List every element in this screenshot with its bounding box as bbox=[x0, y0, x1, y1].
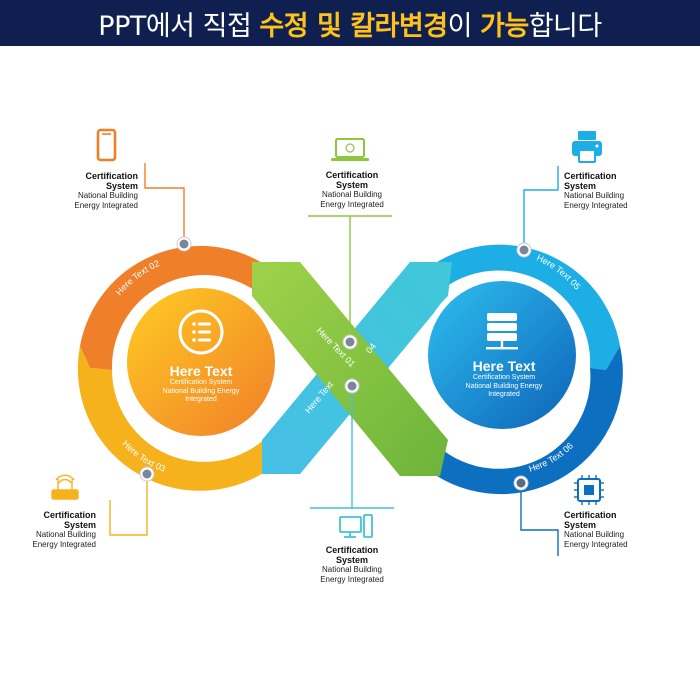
list-icon bbox=[178, 309, 224, 355]
callout-desc: Energy Integrated bbox=[320, 200, 384, 209]
band-label-04: 04 bbox=[364, 341, 378, 355]
callout-title: Certification bbox=[325, 545, 379, 555]
callout-monitor: Certification System National Building E… bbox=[300, 545, 404, 585]
connector-line-printer bbox=[523, 166, 559, 250]
callout-title: System bbox=[564, 520, 597, 530]
connector-line-phone bbox=[144, 163, 185, 244]
connector-line-router bbox=[109, 474, 148, 536]
right-hub-line1: Certification System bbox=[472, 374, 536, 381]
banner-title: PPT에서 직접 수정 및 칼라변경이 가능합니다 bbox=[98, 4, 603, 43]
callout-desc: National Building bbox=[321, 190, 383, 199]
callout-chip: Certification System National Building E… bbox=[564, 510, 664, 550]
title-banner: PPT에서 직접 수정 및 칼라변경이 가능합니다 bbox=[0, 0, 700, 46]
callout-laptop: Certification System National Building E… bbox=[300, 170, 404, 210]
connector-dot bbox=[513, 475, 529, 491]
callout-desc: Energy Integrated bbox=[564, 540, 628, 549]
right-hub-line2: National Building Energy bbox=[465, 382, 543, 390]
right-hub bbox=[428, 281, 576, 429]
right-hub-line3: Integrated bbox=[488, 391, 520, 398]
ring-segment-05 bbox=[428, 244, 620, 370]
router-icon bbox=[51, 474, 79, 500]
banner-highlight: 수정 및 칼라변경 bbox=[259, 10, 448, 42]
left-hub bbox=[127, 288, 275, 436]
chip-icon bbox=[574, 475, 604, 505]
desktop-icon bbox=[339, 514, 373, 538]
callout-title: Certification bbox=[325, 170, 379, 180]
ring-segment-03 bbox=[77, 346, 268, 491]
left-hub-text: Here Text Certification System National … bbox=[131, 363, 271, 405]
banner-highlight: 가능 bbox=[480, 10, 529, 42]
left-hub-line3: Integrated bbox=[185, 396, 217, 403]
infinity-diagram: Here Text 02 Here Text 03 Here Text 05 H… bbox=[51, 128, 623, 556]
connector-line-chip bbox=[520, 485, 559, 556]
callout-title: Certification bbox=[43, 510, 96, 520]
callout-desc: National Building bbox=[564, 191, 625, 200]
callout-title: System bbox=[335, 555, 369, 565]
connector-dot bbox=[516, 242, 532, 258]
connector-dot bbox=[176, 236, 192, 252]
right-hub-text: Here Text Certification System National … bbox=[434, 358, 574, 400]
printer-icon bbox=[572, 131, 602, 163]
banner-text-part: 합니다 bbox=[528, 10, 603, 42]
connector-dot bbox=[344, 378, 360, 394]
callout-title: System bbox=[335, 180, 369, 190]
server-icon bbox=[486, 313, 518, 350]
callout-desc: Energy Integrated bbox=[320, 575, 384, 584]
callout-desc: Energy Integrated bbox=[74, 201, 138, 210]
connector-dot bbox=[342, 334, 358, 350]
right-hub-title: Here Text bbox=[472, 358, 536, 374]
callout-phone: Certification System National Building E… bbox=[40, 171, 138, 211]
callout-title: Certification bbox=[564, 510, 617, 520]
left-hub-line2: National Building Energy bbox=[162, 387, 240, 395]
callout-title: Certification bbox=[564, 171, 617, 181]
callout-title: System bbox=[564, 181, 597, 191]
callout-printer: Certification System National Building E… bbox=[564, 171, 664, 211]
callout-desc: Energy Integrated bbox=[564, 201, 628, 210]
ring-segment-06 bbox=[428, 346, 623, 495]
left-hub-title: Here Text bbox=[169, 363, 233, 379]
left-hub-line1: Certification System bbox=[169, 379, 233, 386]
callout-title: System bbox=[63, 520, 96, 530]
callout-desc: National Building bbox=[77, 191, 138, 200]
callout-router: Certification System National Building E… bbox=[0, 510, 96, 550]
ring-segment-02 bbox=[80, 245, 270, 370]
band-green bbox=[252, 262, 448, 476]
callout-desc: National Building bbox=[564, 530, 625, 539]
connector-dot bbox=[139, 466, 155, 482]
laptop-icon bbox=[331, 138, 369, 161]
callout-desc: Energy Integrated bbox=[32, 540, 96, 549]
banner-text-part: PPT에서 직접 bbox=[98, 10, 260, 42]
callout-desc: National Building bbox=[35, 530, 96, 539]
callout-title: System bbox=[105, 181, 138, 191]
callout-desc: National Building bbox=[321, 565, 383, 574]
callout-title: Certification bbox=[85, 171, 138, 181]
banner-text-part: 이 bbox=[447, 10, 480, 42]
smartphone-icon bbox=[96, 128, 117, 162]
